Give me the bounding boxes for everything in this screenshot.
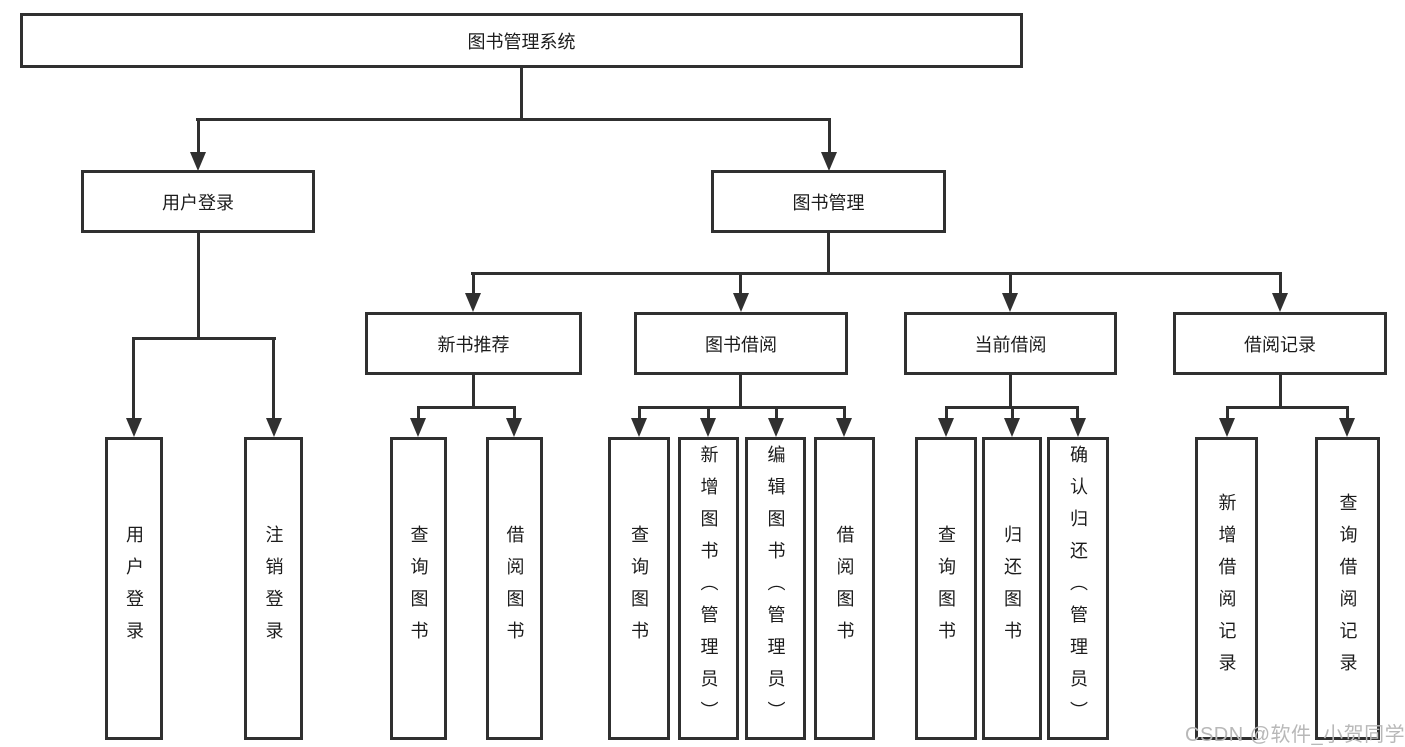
arrow-down-icon xyxy=(465,293,481,312)
connector-line xyxy=(827,231,830,274)
arrow-down-icon xyxy=(1339,418,1355,437)
connector-line xyxy=(707,406,710,421)
connector-line xyxy=(472,272,475,296)
arrow-down-icon xyxy=(266,418,282,437)
node-new-book-recommendation-label: 新书推荐 xyxy=(437,334,510,355)
node-current-borrowing: 当前借阅 xyxy=(904,312,1117,375)
node-book-borrowing: 图书借阅 xyxy=(634,312,848,375)
node-borrowing-records: 借阅记录 xyxy=(1173,312,1387,375)
connector-line xyxy=(1076,406,1079,421)
leaf-confirm-return-admin: 确认归还（管理员） xyxy=(1047,437,1109,740)
leaf-borrow-books-borrowing-label: 借阅图书 xyxy=(834,524,855,653)
node-borrowing-records-label: 借阅记录 xyxy=(1244,334,1316,355)
connector-line xyxy=(1346,406,1349,421)
connector-line xyxy=(739,373,742,408)
connector-line xyxy=(472,373,475,408)
connector-line xyxy=(828,118,831,154)
connector-line xyxy=(1279,272,1282,296)
connector-line xyxy=(417,406,420,421)
arrow-down-icon xyxy=(410,418,426,437)
node-book-management: 图书管理 xyxy=(711,170,946,233)
leaf-query-borrow-record-label: 查询借阅记录 xyxy=(1337,492,1358,685)
arrow-down-icon xyxy=(1004,418,1020,437)
watermark-text: CSDN @软件_小贺同学 xyxy=(1185,724,1405,746)
node-book-borrowing-label: 图书借阅 xyxy=(705,334,777,355)
arrow-down-icon xyxy=(821,152,837,171)
leaf-add-books-admin: 新增图书（管理员） xyxy=(678,437,739,740)
connector-line xyxy=(132,337,135,421)
leaf-add-borrow-record: 新增借阅记录 xyxy=(1195,437,1258,740)
arrow-down-icon xyxy=(631,418,647,437)
arrow-down-icon xyxy=(733,293,749,312)
connector-line xyxy=(638,406,846,409)
leaf-edit-books-admin-label: 编辑图书（管理员） xyxy=(765,444,786,733)
connector-line xyxy=(197,118,200,154)
leaf-borrow-books-borrowing: 借阅图书 xyxy=(814,437,875,740)
arrow-down-icon xyxy=(190,152,206,171)
leaf-query-books-recommend-label: 查询图书 xyxy=(408,524,429,653)
connector-line xyxy=(471,272,1282,275)
connector-line xyxy=(1011,406,1014,421)
leaf-add-borrow-record-label: 新增借阅记录 xyxy=(1216,492,1237,685)
connector-line xyxy=(513,406,516,421)
node-user-login: 用户登录 xyxy=(81,170,315,233)
connector-line xyxy=(520,68,523,118)
arrow-down-icon xyxy=(506,418,522,437)
leaf-user-login: 用户登录 xyxy=(105,437,163,740)
node-new-book-recommendation: 新书推荐 xyxy=(365,312,582,375)
arrow-down-icon xyxy=(700,418,716,437)
connector-line xyxy=(1009,373,1012,408)
connector-line xyxy=(417,406,516,409)
node-current-borrowing-label: 当前借阅 xyxy=(974,334,1047,355)
leaf-return-books: 归还图书 xyxy=(982,437,1042,740)
connector-line xyxy=(1009,272,1012,296)
arrow-down-icon xyxy=(1219,418,1235,437)
leaf-borrow-books-recommend-label: 借阅图书 xyxy=(504,524,525,653)
leaf-query-books-current-label: 查询图书 xyxy=(936,524,956,653)
leaf-borrow-books-recommend: 借阅图书 xyxy=(486,437,543,740)
connector-line xyxy=(197,231,200,338)
arrow-down-icon xyxy=(836,418,852,437)
node-user-login-label: 用户登录 xyxy=(162,192,234,213)
connector-line xyxy=(132,337,276,340)
connector-line xyxy=(739,272,742,296)
leaf-query-books-borrowing: 查询图书 xyxy=(608,437,670,740)
arrow-down-icon xyxy=(126,418,142,437)
arrow-down-icon xyxy=(938,418,954,437)
connector-line xyxy=(945,406,948,421)
arrow-down-icon xyxy=(1272,293,1288,312)
arrow-down-icon xyxy=(768,418,784,437)
connector-line xyxy=(775,406,778,421)
arrow-down-icon xyxy=(1002,293,1018,312)
leaf-query-books-borrowing-label: 查询图书 xyxy=(629,524,649,653)
node-library-system-label: 图书管理系统 xyxy=(467,31,576,52)
leaf-query-borrow-record: 查询借阅记录 xyxy=(1315,437,1380,740)
connector-line xyxy=(1226,406,1348,409)
connector-line xyxy=(843,406,846,421)
leaf-query-books-current: 查询图书 xyxy=(915,437,977,740)
connector-line xyxy=(1279,373,1282,408)
leaf-add-books-admin-label: 新增图书（管理员） xyxy=(698,444,719,733)
leaf-return-books-label: 归还图书 xyxy=(1002,524,1022,653)
node-book-management-label: 图书管理 xyxy=(792,192,865,213)
connector-line xyxy=(272,337,275,421)
leaf-query-books-recommend: 查询图书 xyxy=(390,437,447,740)
leaf-edit-books-admin: 编辑图书（管理员） xyxy=(745,437,806,740)
arrow-down-icon xyxy=(1070,418,1086,437)
connector-line xyxy=(196,118,831,121)
connector-line xyxy=(1226,406,1229,421)
node-library-system: 图书管理系统 xyxy=(20,13,1023,68)
leaf-logout-login-label: 注销登录 xyxy=(263,524,284,653)
leaf-confirm-return-admin-label: 确认归还（管理员） xyxy=(1068,444,1088,733)
connector-line xyxy=(638,406,641,421)
leaf-logout-login: 注销登录 xyxy=(244,437,303,740)
leaf-user-login-label: 用户登录 xyxy=(124,524,144,653)
